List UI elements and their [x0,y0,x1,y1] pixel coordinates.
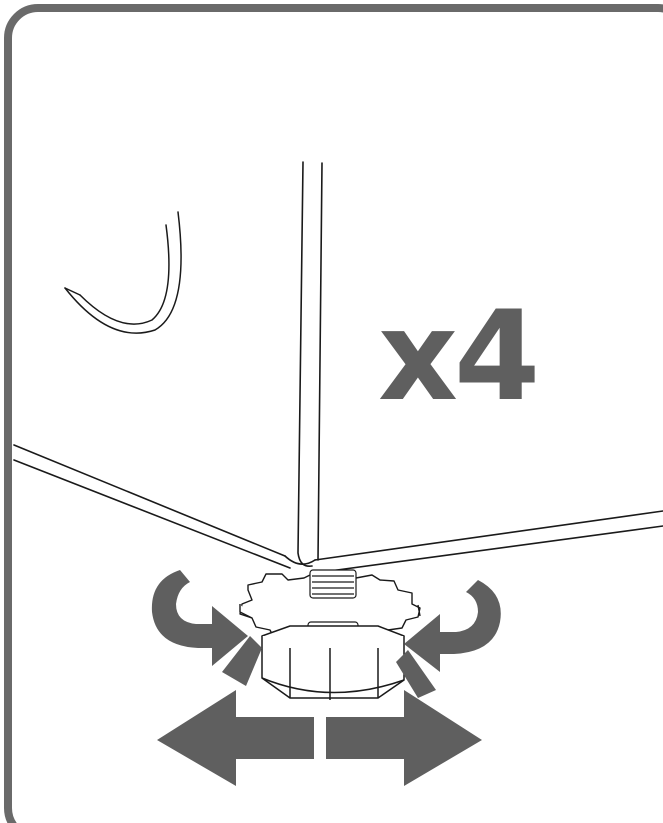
handle-sketch [64,211,182,334]
panel-border [4,4,663,823]
rotate-right-arrow [396,580,501,698]
arrow-left-icon [396,650,436,698]
arrow-right-icon [222,636,262,686]
curved-arrow-clockwise-icon [151,570,248,666]
hex-foot [261,625,405,700]
quantity-label: x4 [378,285,540,429]
move-arrows [157,690,482,786]
cabinet-outline [13,161,663,574]
rotate-left-arrow [151,570,262,686]
arrow-left-icon [157,690,314,786]
curved-arrow-counterclockwise-icon [404,580,501,672]
arrow-right-icon [326,690,482,786]
